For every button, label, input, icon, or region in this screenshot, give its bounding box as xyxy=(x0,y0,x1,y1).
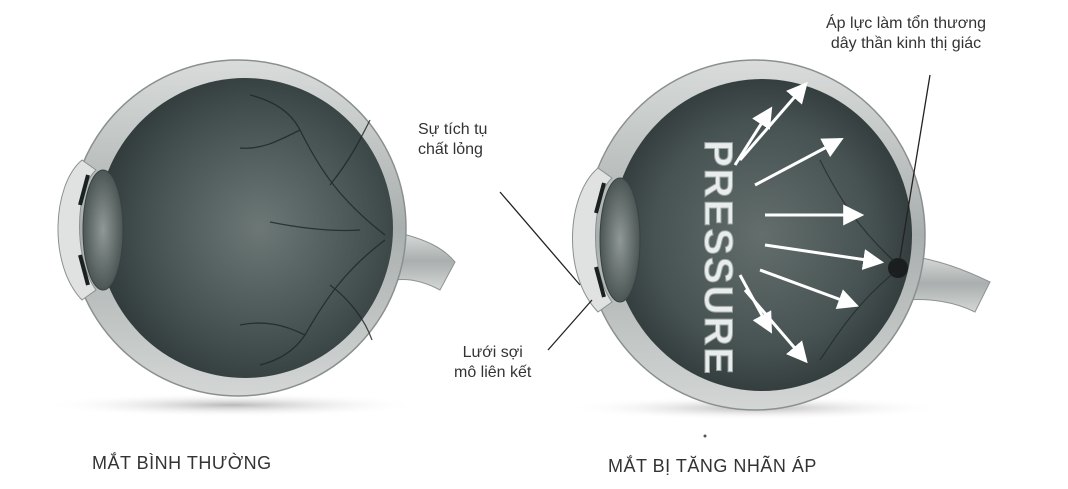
fluid-buildup-label: Sự tích tụ chất lỏng xyxy=(418,120,487,159)
normal-eye-lens xyxy=(83,170,123,290)
normal-eye xyxy=(42,60,455,417)
glaucoma-eye-lens xyxy=(600,178,640,302)
normal-eye-caption: MẮT BÌNH THƯỜNG xyxy=(92,453,272,474)
pressure-word: PRESSURE xyxy=(696,140,740,376)
fluid-buildup-line-1: Sự tích tụ xyxy=(418,120,487,140)
meshwork-line-2: mô liên kết xyxy=(454,363,531,383)
glaucoma-eye: PRESSURE xyxy=(565,60,990,420)
small-dot xyxy=(704,435,707,438)
optic-nerve-damage-line-1: Áp lực làm tổn thương xyxy=(826,14,986,34)
fluid-buildup-line-2: chất lỏng xyxy=(418,140,487,160)
glaucoma-eye-interior xyxy=(612,79,912,391)
optic-nerve-damage-line-2: dây thần kinh thị giác xyxy=(826,34,986,54)
glaucoma-eye-caption: MẮT BỊ TĂNG NHÃN ÁP xyxy=(608,456,817,477)
normal-eye-interior xyxy=(97,78,393,378)
trabecular-meshwork-label: Lưới sợi mô liên kết xyxy=(454,343,531,382)
meshwork-leader xyxy=(548,300,592,350)
fluid-buildup-leader xyxy=(500,192,580,285)
meshwork-line-1: Lưới sợi xyxy=(454,343,531,363)
optic-nerve-damage-label: Áp lực làm tổn thương dây thần kinh thị … xyxy=(826,14,986,53)
